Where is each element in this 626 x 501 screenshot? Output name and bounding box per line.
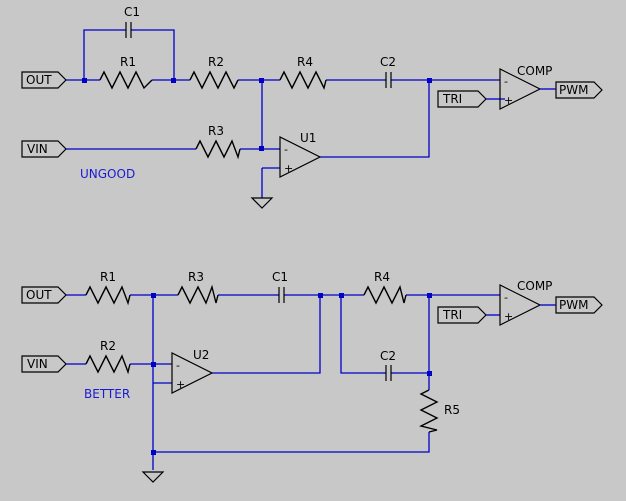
junction-dot	[151, 362, 156, 367]
junction-dot	[427, 78, 432, 83]
resistor-r4[interactable]: R4	[279, 55, 327, 91]
circuit-note-ungood: UNGOOD	[80, 167, 135, 181]
pin-plus: +	[176, 378, 185, 391]
resistor-r1-label: R1	[100, 270, 116, 284]
resistor-r3-label: R3	[208, 124, 224, 138]
capacitor-c1[interactable]: C1	[120, 5, 140, 38]
port-pwm-label: PWM	[559, 83, 588, 97]
pin-plus: +	[504, 310, 513, 323]
capacitor-c2-label: C2	[380, 349, 396, 363]
resistor-r3[interactable]: R3	[177, 270, 219, 305]
port-out-label: OUT	[26, 288, 52, 302]
port-vin-label: VIN	[27, 142, 48, 156]
port-out[interactable]: OUT	[21, 286, 67, 304]
opamp-u1-label: U1	[300, 131, 316, 145]
junction-dot	[259, 78, 264, 83]
resistor-r1-label: R1	[120, 55, 136, 69]
junction-dot	[151, 293, 156, 298]
capacitor-c2[interactable]: C2	[380, 55, 396, 88]
top-junctions	[82, 78, 432, 151]
resistor-r2[interactable]: R2	[85, 339, 131, 375]
resistor-r1[interactable]: R1	[99, 55, 153, 90]
pin-plus: +	[284, 162, 293, 175]
capacitor-c1[interactable]: C1	[272, 270, 288, 303]
ground-symbol	[141, 471, 165, 483]
comparator-comp-label: COMP	[517, 279, 552, 293]
resistor-r2-label: R2	[208, 55, 224, 69]
port-vin-label: VIN	[27, 357, 48, 371]
junction-dot	[171, 78, 176, 83]
resistor-r4[interactable]: R4	[363, 270, 407, 305]
capacitor-c2-label: C2	[380, 55, 396, 69]
capacitor-c1-label: C1	[272, 270, 288, 284]
comparator-comp-label: COMP	[517, 64, 552, 78]
resistor-r2[interactable]: R2	[189, 55, 239, 90]
port-out-label: OUT	[26, 73, 52, 87]
pin-plus: +	[504, 94, 513, 107]
port-tri-label: TRI	[442, 308, 462, 322]
resistor-r4-label: R4	[374, 270, 390, 284]
resistor-r3-label: R3	[188, 270, 204, 284]
ground-symbol	[250, 197, 274, 209]
resistor-r4-label: R4	[297, 55, 313, 69]
junction-dot	[339, 293, 344, 298]
top-circuit: OUT VIN TRI PWM C1 R1	[21, 5, 603, 209]
circuit-note-better: BETTER	[84, 387, 130, 401]
pin-minus: -	[284, 143, 288, 156]
bottom-wires	[66, 294, 500, 470]
port-pwm[interactable]: PWM	[555, 296, 603, 314]
port-out[interactable]: OUT	[21, 71, 67, 89]
port-tri[interactable]: TRI	[437, 90, 487, 108]
pin-minus: -	[176, 359, 180, 372]
port-pwm[interactable]: PWM	[555, 81, 603, 99]
junction-dot	[427, 371, 432, 376]
resistor-r2-label: R2	[100, 339, 116, 353]
pin-minus: -	[504, 75, 508, 88]
comparator-comp[interactable]: - + COMP	[499, 64, 556, 110]
resistor-r5[interactable]: R5	[418, 389, 460, 433]
junction-dot	[151, 450, 156, 455]
opamp-u2[interactable]: - + U2	[171, 348, 214, 394]
port-vin[interactable]: VIN	[21, 140, 67, 158]
junction-dot	[259, 146, 264, 151]
pin-minus: -	[504, 291, 508, 304]
resistor-r3[interactable]: R3	[195, 124, 241, 160]
opamp-u2-label: U2	[193, 348, 209, 362]
junction-dot	[82, 78, 87, 83]
resistor-r5-label: R5	[444, 403, 460, 417]
bottom-circuit: OUT VIN TRI PWM R1 R3	[21, 270, 603, 483]
port-tri-label: TRI	[442, 92, 462, 106]
resistor-r1[interactable]: R1	[85, 270, 131, 306]
top-wires	[66, 29, 505, 198]
port-vin[interactable]: VIN	[21, 355, 67, 373]
capacitor-c1-label: C1	[124, 5, 140, 19]
capacitor-c2[interactable]: C2	[380, 349, 396, 381]
junction-dot	[427, 293, 432, 298]
bottom-junctions	[151, 293, 432, 455]
port-tri[interactable]: TRI	[437, 306, 487, 324]
port-pwm-label: PWM	[559, 298, 588, 312]
opamp-u1[interactable]: - + U1	[279, 131, 322, 178]
junction-dot	[318, 293, 323, 298]
comparator-comp[interactable]: - + COMP	[499, 279, 556, 326]
